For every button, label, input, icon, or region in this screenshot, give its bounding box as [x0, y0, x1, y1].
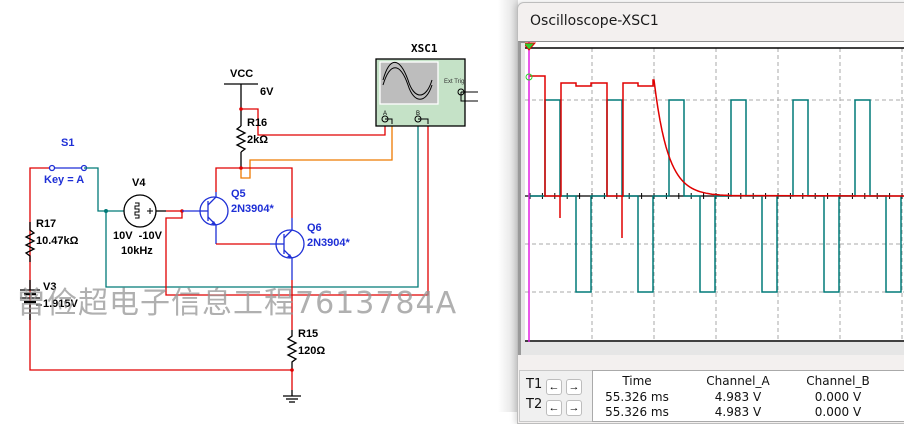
xsc1-ch-b-label: B	[416, 111, 421, 117]
cursor-controls: T1 ← → T2 ← →	[519, 370, 593, 422]
t2-channel-a: 4.983 V	[714, 405, 762, 419]
v4-frequency: 10kHz	[121, 245, 153, 257]
t2-time: 55.326 ms	[605, 405, 669, 419]
circuit-schematic[interactable]	[0, 0, 510, 412]
v3-value: 1.915V	[43, 298, 78, 310]
s1-key-label: Key = A	[44, 174, 85, 186]
v3-label: V3	[43, 281, 57, 293]
t1-right-button[interactable]: →	[566, 379, 582, 395]
header-time: Time	[622, 374, 652, 388]
r15-resistor[interactable]	[286, 330, 298, 370]
header-channel-b: Channel_B	[806, 374, 870, 388]
vcc-value: 6V	[260, 86, 274, 98]
t2-right-button[interactable]: →	[566, 400, 582, 416]
t1-time: 55.326 ms	[605, 390, 669, 404]
xsc1-label: XSC1	[411, 42, 438, 55]
r16-label: R16	[247, 117, 268, 129]
window-title: Oscilloscope-XSC1	[530, 13, 659, 29]
r15-value: 120Ω	[298, 345, 326, 357]
t2-channel-b: 0.000 V	[814, 405, 862, 419]
measurement-readout: Time Channel_A Channel_B 55.326 ms 4.983…	[592, 370, 904, 422]
v4-value: 10V -10V	[113, 230, 162, 242]
wire-collectors[interactable]	[215, 167, 293, 218]
t1-channel-b: 0.000 V	[814, 390, 862, 404]
t2-left-button[interactable]: ←	[546, 400, 562, 416]
r17-label: R17	[36, 218, 57, 230]
q6-transistor[interactable]	[275, 229, 305, 259]
t1-label: T1	[526, 377, 543, 392]
q5-model: 2N3904*	[231, 203, 274, 215]
wire-scope-a-minus[interactable]	[240, 124, 393, 179]
cursor-marker	[525, 73, 533, 81]
r17-value: 10.47kΩ	[36, 235, 79, 247]
wire-scope-b-red[interactable]	[165, 124, 429, 296]
v4-label: V4	[132, 177, 146, 189]
scope-display[interactable]	[525, 42, 904, 342]
q5-label: Q5	[231, 188, 246, 200]
wire-r16-to-scope-a[interactable]	[241, 108, 386, 136]
wire-scope-b[interactable]	[105, 124, 419, 288]
vcc-label: VCC	[230, 68, 254, 80]
t1-left-button[interactable]: ←	[546, 379, 562, 395]
q6-model: 2N3904*	[307, 237, 350, 249]
channel-a-trace	[529, 75, 904, 238]
r16-resistor[interactable]	[235, 125, 247, 153]
cursor-t1-handle[interactable]	[525, 42, 537, 51]
window-shadow	[498, 0, 518, 412]
header-channel-a: Channel_A	[706, 374, 770, 388]
t1-channel-a: 4.983 V	[714, 390, 762, 404]
t2-label: T2	[526, 397, 543, 412]
r16-value: 2kΩ	[247, 134, 269, 146]
r15-label: R15	[298, 328, 319, 340]
q6-label: Q6	[307, 222, 322, 234]
xsc1-ch-a-label: A	[383, 111, 388, 117]
r17-resistor[interactable]	[24, 222, 36, 262]
xsc1-ext-trig-label: Ext Trig	[444, 79, 465, 85]
s1-label: S1	[61, 137, 75, 149]
